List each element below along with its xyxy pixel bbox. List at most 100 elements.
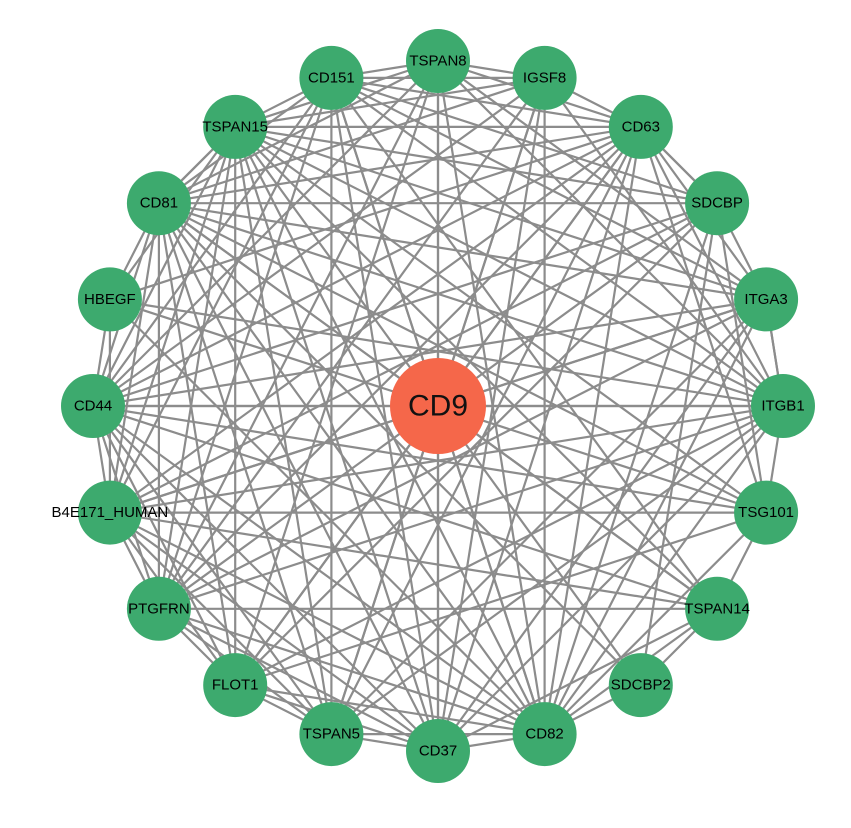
node-label-cd151: CD151 xyxy=(308,69,355,86)
nodes-layer: TSPAN8IGSF8CD63SDCBPITGA3ITGB1TSG101TSPA… xyxy=(52,29,815,783)
edge-cd63-cd82 xyxy=(543,125,642,736)
node-circle-cd37[interactable] xyxy=(406,719,470,783)
node-cd82[interactable]: CD82 xyxy=(512,702,577,767)
edge-tspan8-cd44 xyxy=(91,59,440,408)
edge-itga3-ptgfrn xyxy=(157,298,768,610)
edge-igsf8-cd81 xyxy=(157,76,546,205)
edge-cd151-itga3 xyxy=(330,76,768,301)
edge-tspan8-cd81 xyxy=(157,59,440,205)
node-tspan14[interactable]: TSPAN14 xyxy=(684,576,750,641)
node-circle-tspan15[interactable] xyxy=(203,94,268,159)
node-sdcbp2[interactable]: SDCBP2 xyxy=(608,653,673,718)
edge-cd9-tspan15 xyxy=(234,125,440,408)
edge-itgb1-cd81 xyxy=(157,202,785,408)
node-circle-sdcbp[interactable] xyxy=(685,171,750,236)
node-ptgfrn[interactable]: PTGFRN xyxy=(126,576,191,641)
edge-cd63-ptgfrn xyxy=(157,125,642,610)
node-tsg101[interactable]: TSG101 xyxy=(734,480,799,545)
node-b4e171-human[interactable]: B4E171_HUMAN xyxy=(52,480,169,545)
edge-itga3-cd81 xyxy=(157,202,768,301)
edge-cd9-hbegf xyxy=(108,298,440,408)
node-circle-ptgfrn[interactable] xyxy=(126,576,191,641)
node-circle-b4e171-human[interactable] xyxy=(77,480,142,545)
edge-tspan5-cd81 xyxy=(157,202,333,736)
node-label-cd81: CD81 xyxy=(140,195,178,212)
edge-itga3-cd44 xyxy=(91,298,768,408)
node-cd63[interactable]: CD63 xyxy=(608,94,673,159)
node-circle-itga3[interactable] xyxy=(734,267,799,332)
edge-cd82-cd81 xyxy=(157,202,546,736)
node-tspan8[interactable]: TSPAN8 xyxy=(406,29,470,93)
node-label-sdcbp2: SDCBP2 xyxy=(611,677,671,694)
edge-cd9-sdcbp2 xyxy=(436,404,642,687)
node-circle-tspan8[interactable] xyxy=(406,29,470,93)
edge-ptgfrn-tspan15 xyxy=(157,125,237,610)
node-cd81[interactable]: CD81 xyxy=(126,171,191,236)
edge-tsg101-cd81 xyxy=(157,202,768,514)
node-itga3[interactable]: ITGA3 xyxy=(734,267,799,332)
node-circle-itgb1[interactable] xyxy=(751,374,815,438)
node-label-b4e171-human: B4E171_HUMAN xyxy=(52,504,169,521)
node-circle-sdcbp2[interactable] xyxy=(608,653,673,718)
node-igsf8[interactable]: IGSF8 xyxy=(512,45,577,110)
edge-itgb1-tspan5 xyxy=(330,404,785,736)
node-cd44[interactable]: CD44 xyxy=(61,374,125,438)
edge-itga3-cd82 xyxy=(543,298,768,736)
hub-label: CD9 xyxy=(408,390,468,423)
node-sdcbp[interactable]: SDCBP xyxy=(685,171,750,236)
node-label-cd44: CD44 xyxy=(74,398,112,415)
node-label-cd37: CD37 xyxy=(419,743,457,760)
edge-cd63-hbegf xyxy=(108,125,642,301)
node-label-tspan15: TSPAN15 xyxy=(202,118,268,135)
edge-cd63-tspan5 xyxy=(330,125,642,736)
node-circle-cd82[interactable] xyxy=(512,702,577,767)
edge-cd37-cd44 xyxy=(91,404,440,753)
node-circle-cd81[interactable] xyxy=(126,171,191,236)
node-circle-tsg101[interactable] xyxy=(734,480,799,545)
node-circle-cd151[interactable] xyxy=(299,45,364,110)
edge-cd63-itgb1 xyxy=(639,125,785,408)
hub-circle[interactable] xyxy=(390,358,486,454)
edge-igsf8-tspan15 xyxy=(234,76,546,129)
node-itgb1[interactable]: ITGB1 xyxy=(751,374,815,438)
edge-b4e171-human-tspan15 xyxy=(108,125,237,514)
node-label-cd63: CD63 xyxy=(622,118,660,135)
node-tspan15[interactable]: TSPAN15 xyxy=(202,94,268,159)
edge-itgb1-cd37 xyxy=(436,404,785,753)
edge-flot1-cd81 xyxy=(157,202,237,687)
node-label-tsg101: TSG101 xyxy=(738,504,794,521)
edge-cd82-ptgfrn xyxy=(157,607,546,736)
edge-tspan5-cd44 xyxy=(91,404,333,736)
edge-tspan5-b4e171-human xyxy=(108,511,333,736)
node-label-sdcbp: SDCBP xyxy=(691,195,743,212)
node-hbegf[interactable]: HBEGF xyxy=(77,267,142,332)
node-label-hbegf: HBEGF xyxy=(84,291,136,308)
edge-sdcbp-tspan15 xyxy=(234,125,719,205)
edge-tsg101-tspan15 xyxy=(234,125,768,514)
node-circle-tspan14[interactable] xyxy=(685,576,750,641)
node-circle-tspan5[interactable] xyxy=(299,702,364,767)
edge-cd44-tspan15 xyxy=(91,125,237,408)
edge-cd37-ptgfrn xyxy=(157,607,440,753)
edge-itgb1-tspan15 xyxy=(234,125,785,408)
node-circle-cd63[interactable] xyxy=(608,94,673,159)
node-cd151[interactable]: CD151 xyxy=(299,45,364,110)
edge-tspan14-tspan15 xyxy=(234,125,719,610)
node-circle-hbegf[interactable] xyxy=(77,267,142,332)
edge-tspan5-tspan15 xyxy=(234,125,333,736)
edge-igsf8-cd44 xyxy=(91,76,546,408)
node-label-flot1: FLOT1 xyxy=(212,677,259,694)
node-label-tspan5: TSPAN5 xyxy=(303,726,360,743)
edges-layer xyxy=(91,59,785,753)
node-flot1[interactable]: FLOT1 xyxy=(203,653,268,718)
node-cd37[interactable]: CD37 xyxy=(406,719,470,783)
edge-tspan14-cd37 xyxy=(436,607,719,753)
hub-node-cd9[interactable]: CD9 xyxy=(390,358,486,454)
node-circle-igsf8[interactable] xyxy=(512,45,577,110)
edge-sdcbp2-cd81 xyxy=(157,202,642,687)
node-label-itga3: ITGA3 xyxy=(744,291,787,308)
node-circle-cd44[interactable] xyxy=(61,374,125,438)
node-circle-flot1[interactable] xyxy=(203,653,268,718)
node-tspan5[interactable]: TSPAN5 xyxy=(299,702,364,767)
